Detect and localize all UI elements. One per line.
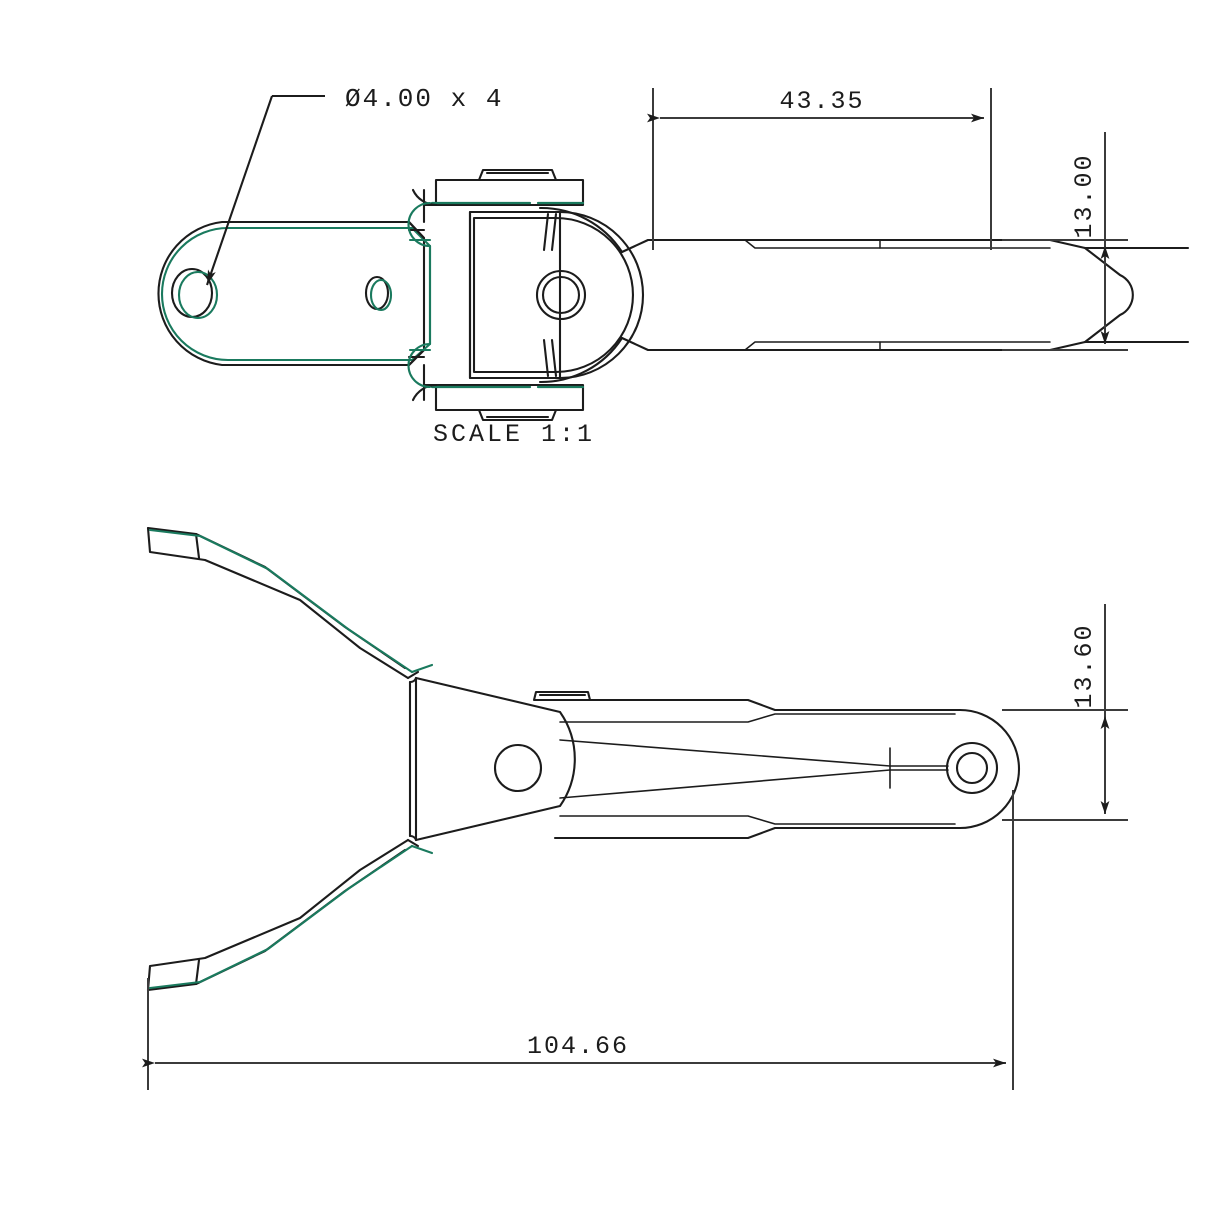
hole-callout-label: Ø4.00 x 4: [345, 84, 503, 114]
hole-callout-leader: [206, 94, 325, 286]
top-view-pivot-hole-outer: [535, 269, 587, 321]
top-view-lower-flange: [434, 383, 585, 422]
side-view-handle-hole-outer: [945, 741, 999, 795]
dimension-43-35-label: 43.35: [779, 87, 864, 116]
top-view-left-plate-accent: [161, 226, 432, 362]
dimension-13-00: [1002, 132, 1128, 351]
side-view-wedge-body: [408, 676, 576, 842]
top-view-shoulders-accent: [407, 201, 432, 389]
top-view-group: [157, 168, 1190, 422]
dimension-104-66: [142, 790, 1014, 1090]
side-view-upper-jaw-accent: [148, 528, 434, 674]
side-view-handle: [553, 698, 1020, 840]
scale-note-label: SCALE 1:1: [433, 420, 595, 449]
side-view-group: [146, 526, 1020, 992]
top-view-hinge-knuckle: [468, 206, 644, 384]
side-view-handle-hole-inner: [955, 751, 989, 785]
top-view-shoulders: [407, 188, 438, 402]
dimension-43-35: [647, 88, 992, 250]
side-view-pivot-hole: [493, 743, 543, 793]
dimension-104-66-label: 104.66: [527, 1032, 629, 1061]
dimension-13-60: [1002, 604, 1128, 821]
dimension-13-00-label: 13.00: [1070, 153, 1099, 238]
side-view-lower-jaw-accent: [148, 844, 434, 990]
dimension-13-60-label: 13.60: [1070, 623, 1099, 708]
top-view-right-handle: [620, 238, 1190, 352]
top-view-pivot-hole-inner: [541, 275, 581, 315]
top-view-upper-flange: [434, 168, 585, 207]
